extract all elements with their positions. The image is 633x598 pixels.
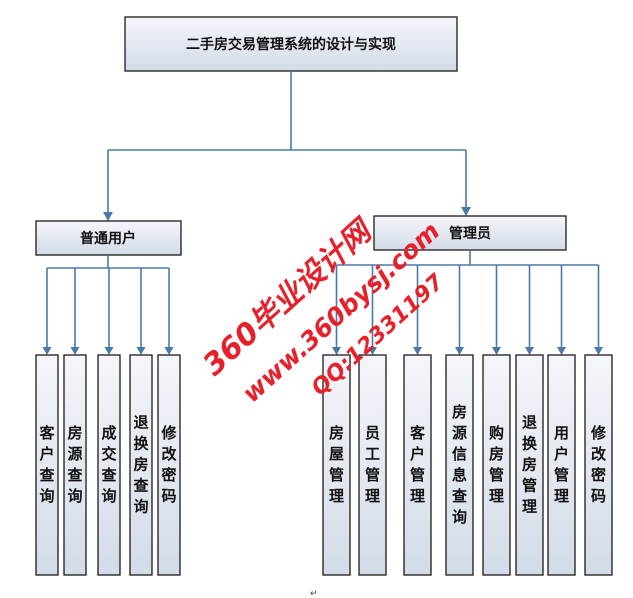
leaf-label: 购房管理 bbox=[489, 424, 504, 505]
leaf-node: 房屋管理 bbox=[322, 354, 351, 576]
root-node: 二手房交易管理系统的设计与实现 bbox=[124, 16, 458, 72]
leaf-label: 房源查询 bbox=[67, 424, 83, 505]
admin-leaves: 房屋管理 员工管理 客户管理 房源信息查询 购房管理 退换房管理 用户管理 修改密码 bbox=[322, 354, 613, 576]
leaf-label: 房源信息查询 bbox=[452, 403, 468, 526]
admin-label: 管理员 bbox=[449, 225, 491, 242]
user-connectors bbox=[42, 255, 174, 355]
leaf-label: 员工管理 bbox=[365, 424, 380, 505]
leaf-label: 退换房查询 bbox=[133, 414, 149, 516]
leaf-node: 房源查询 bbox=[63, 354, 87, 576]
leaf-label: 客户查询 bbox=[38, 424, 55, 505]
paragraph-mark: ↵ bbox=[310, 589, 318, 598]
leaf-node: 用户管理 bbox=[547, 354, 576, 576]
leaf-node: 客户查询 bbox=[35, 354, 59, 576]
leaf-node: 房源信息查询 bbox=[445, 354, 474, 576]
user-label: 普通用户 bbox=[80, 230, 136, 247]
leaf-node: 客户管理 bbox=[403, 354, 432, 576]
leaf-label: 客户管理 bbox=[409, 424, 426, 505]
leaf-label: 成交查询 bbox=[101, 424, 117, 505]
leaf-node: 退换房查询 bbox=[129, 354, 153, 576]
leaf-node: 购房管理 bbox=[482, 354, 511, 576]
admin-connectors bbox=[332, 250, 603, 355]
leaf-label: 用户管理 bbox=[554, 424, 569, 505]
leaf-label: 修改密码 bbox=[160, 424, 177, 505]
root-label: 二手房交易管理系统的设计与实现 bbox=[186, 36, 396, 53]
leaf-node: 退换房管理 bbox=[515, 354, 544, 576]
admin-node: 管理员 bbox=[373, 215, 567, 251]
user-node: 普通用户 bbox=[35, 220, 182, 256]
leaf-label: 房屋管理 bbox=[329, 424, 344, 505]
leaf-node: 员工管理 bbox=[358, 354, 387, 576]
leaf-label: 修改密码 bbox=[590, 424, 607, 505]
leaf-label: 退换房管理 bbox=[522, 414, 538, 516]
leaf-node: 修改密码 bbox=[584, 354, 613, 576]
leaf-node: 修改密码 bbox=[157, 354, 181, 576]
root-connectors bbox=[103, 71, 471, 221]
leaf-node: 成交查询 bbox=[97, 354, 121, 576]
